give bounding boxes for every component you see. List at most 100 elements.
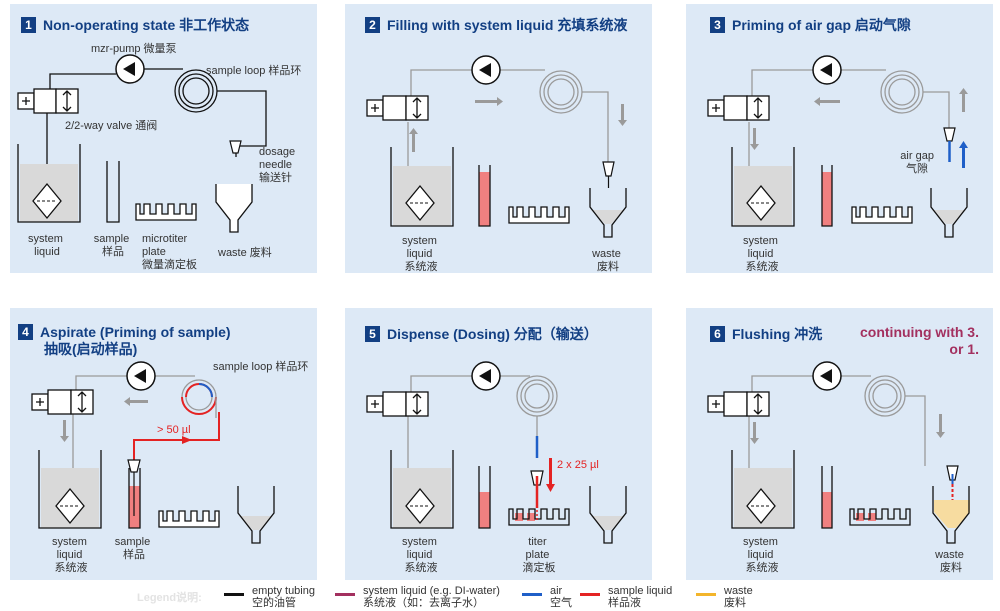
panel-4-number: 4 xyxy=(18,324,33,340)
panel-6-waste-funnel xyxy=(932,486,970,544)
panel-6-sample-tube xyxy=(821,466,833,529)
panel-5-volume-label: 2 x 25 µl xyxy=(557,459,599,471)
panel-3-microtiter-plate xyxy=(851,206,913,224)
panel-4-valve xyxy=(31,389,94,415)
panel-3-title-text: Priming of air gap 启动气隙 xyxy=(732,17,911,33)
panel-5-plate-label: titer plate 滴定板 xyxy=(523,536,556,574)
panel-6-system-label: system liquid 系统液 xyxy=(743,536,781,574)
panel-1-number: 1 xyxy=(21,17,36,33)
panel-6-number: 6 xyxy=(710,326,725,342)
panel-5-diagram: 2 x 25 µl system liquid 系统液 titer plate … xyxy=(366,361,627,574)
panel-5-sample-tube xyxy=(478,466,491,529)
panel-1: 1 Non-operating state 非工作状态 xyxy=(10,4,317,273)
panel-5-microtiter-plate xyxy=(508,508,570,526)
panel-2-dosage-needle xyxy=(602,161,615,177)
legend-label-waste-cn: 废料 xyxy=(724,597,746,609)
panel-6-note: continuing with 3. or 1. xyxy=(860,324,979,358)
panel-1-title-text: Non-operating state 非工作状态 xyxy=(43,17,250,33)
legend-swatch-system-liquid xyxy=(335,593,355,596)
panel-3-system-container xyxy=(731,147,795,227)
panel-6-note-line2: or 1. xyxy=(949,341,979,357)
panel-1-title: 1 Non-operating state 非工作状态 xyxy=(21,15,249,35)
panel-6-title-text: Flushing 冲洗 xyxy=(732,326,823,342)
panel-4-microtiter-plate xyxy=(158,510,220,528)
legend-label-sample-liquid-cn: 样品液 xyxy=(608,597,641,609)
panel-1-pump xyxy=(115,54,145,84)
panel-1-sample-label: sample 样品 xyxy=(94,233,133,258)
panel-2-system-container xyxy=(390,147,454,227)
panel-3-system-label: system liquid 系统液 xyxy=(743,235,781,273)
panel-4-sample-tube xyxy=(127,459,141,529)
legend-label-air-cn: 空气 xyxy=(550,597,572,609)
panel-1-plate-label: microtiter plate 微量滴定板 xyxy=(142,233,197,271)
panel-4-title: 4 Aspirate (Priming of sample) 抽吸(启动样品) xyxy=(18,324,231,358)
panel-5-pump xyxy=(471,361,501,391)
legend-label-waste: waste xyxy=(724,585,753,597)
panel-1-needle-label: dosage needle 输送针 xyxy=(259,146,298,184)
panel-2-system-label: system liquid 系统液 xyxy=(402,235,440,273)
panel-1-system-container xyxy=(17,144,81,223)
panel-2-microtiter-plate xyxy=(508,206,570,224)
panel-5-system-label: system liquid 系统液 xyxy=(402,536,440,574)
panel-5-title-text: Dispense (Dosing) 分配（输送） xyxy=(387,326,598,342)
panel-6-valve xyxy=(707,391,770,417)
legend-swatch-sample-liquid xyxy=(580,593,600,596)
legend-label-empty-tubing: empty tubing xyxy=(252,585,315,597)
panel-4-title-line1: Aspirate (Priming of sample) xyxy=(40,324,231,340)
panel-3-air-label: air gap 气隙 xyxy=(900,150,937,175)
panel-1-loop-label: sample loop 样品环 xyxy=(206,63,301,77)
panel-6-dosage-needle xyxy=(946,465,959,500)
panel-1-sample-tube xyxy=(106,161,120,223)
panel-1-microtiter-plate xyxy=(135,203,197,221)
panel-1-diagram: mzr-pump 微量泵 sample loop 样品环 2/2-way val… xyxy=(17,41,301,271)
panel-5: 5 Dispense (Dosing) 分配（输送） xyxy=(345,308,652,580)
legend-swatch-air xyxy=(522,593,542,596)
panel-6: 6 Flushing 冲洗 continuing with 3. or 1. xyxy=(686,308,993,580)
panel-2-diagram: system liquid 系统液 waste 废料 xyxy=(366,55,627,273)
panel-6-note-line1: continuing with 3. xyxy=(860,324,979,340)
panel-4-loop-label: sample loop 样品环 xyxy=(213,359,308,373)
panel-1-pump-label: mzr-pump 微量泵 xyxy=(91,41,177,55)
legend-label-system-liquid-cn: 系统液（如：去离子水） xyxy=(363,597,484,609)
panel-1-valve xyxy=(17,88,79,114)
panel-4: 4 Aspirate (Priming of sample) 抽吸(启动样品) xyxy=(10,308,317,580)
panel-5-system-container xyxy=(390,450,454,529)
panel-2-title-text: Filling with system liquid 充填系统液 xyxy=(387,17,628,33)
panel-1-dosage-needle xyxy=(229,140,242,154)
panel-2-waste-funnel xyxy=(589,188,627,238)
panel-5-number: 5 xyxy=(365,326,380,342)
panel-4-diagram: sample loop 样品环 > 50 µl system liquid 系统… xyxy=(31,359,308,574)
panel-4-system-container xyxy=(38,450,102,529)
panel-3-diagram: air gap 气隙 system liquid 系统液 xyxy=(707,55,968,273)
panel-1-valve-label: 2/2-way valve 通阀 xyxy=(65,118,157,132)
panel-3-waste-funnel xyxy=(930,188,968,238)
panel-3-sample-tube xyxy=(821,165,833,227)
panel-4-pump xyxy=(126,361,156,391)
panel-5-waste-funnel xyxy=(589,486,627,544)
legend-title: Legend说明: xyxy=(137,592,202,604)
panel-2-waste-label: waste 废料 xyxy=(591,248,624,273)
panel-4-title-line2: 抽吸(启动样品) xyxy=(44,341,138,357)
panel-4-volume-label: > 50 µl xyxy=(157,424,191,436)
panel-1-waste-label: waste 废料 xyxy=(217,245,272,259)
legend-label-sample-liquid: sample liquid xyxy=(608,585,673,597)
legend-swatch-waste xyxy=(696,593,716,596)
panel-6-microtiter-plate xyxy=(849,508,911,526)
panel-5-valve xyxy=(366,391,429,417)
panel-6-system-container xyxy=(731,450,795,529)
panel-2-valve xyxy=(366,95,429,121)
legend-label-system-liquid: system liquid (e.g. DI-water) xyxy=(363,585,500,597)
panel-6-diagram: system liquid 系统液 waste 废料 xyxy=(707,361,970,574)
legend-label-empty-tubing-cn: 空的油管 xyxy=(252,597,296,609)
panel-3-pump xyxy=(812,55,842,85)
panel-6-title: 6 Flushing 冲洗 xyxy=(710,324,822,344)
legend-swatch-empty-tubing xyxy=(224,593,244,596)
panel-6-waste-label: waste 废料 xyxy=(934,549,967,574)
panel-2-sample-tube xyxy=(478,165,491,227)
panel-1-system-label: system liquid xyxy=(28,233,66,258)
